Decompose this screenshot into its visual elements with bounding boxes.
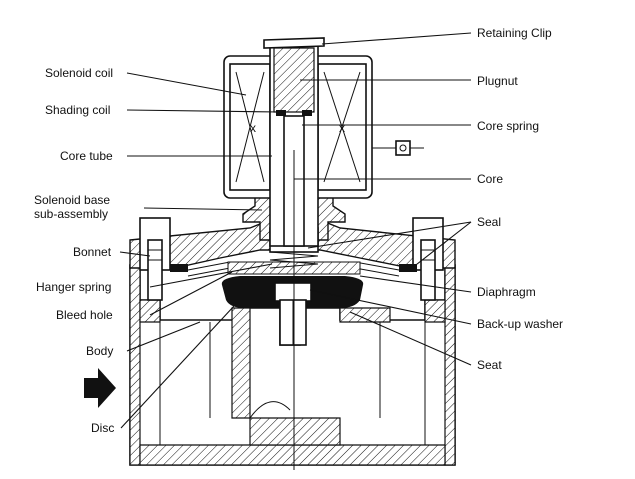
label-solenoid-base-line1: Solenoid base (34, 193, 110, 207)
electrical-connector-icon (372, 140, 424, 156)
leader-lines (119, 32, 472, 429)
flow-direction-arrow-icon (84, 368, 116, 408)
coil-mark-left: x (250, 121, 256, 135)
label-core-spring: Core spring (477, 119, 539, 133)
label-retaining-clip: Retaining Clip (477, 26, 552, 40)
seal-right (399, 264, 417, 272)
label-shading-coil: Shading coil (45, 103, 110, 117)
valve-body (129, 264, 456, 466)
labels: Retaining Clip Solenoid coil Plugnut Sha… (34, 26, 563, 435)
core-assembly (263, 37, 325, 470)
label-bleed-hole: Bleed hole (56, 308, 113, 322)
label-seat: Seat (477, 358, 502, 372)
shading-coil-part (276, 110, 286, 116)
label-core-tube: Core tube (60, 149, 113, 163)
label-diaphragm: Diaphragm (477, 285, 536, 299)
diaphragm-assembly (187, 261, 400, 346)
seal-left (170, 264, 188, 272)
label-solenoid-base-line2: sub-assembly (34, 207, 108, 221)
coil-mark-right: x (339, 121, 345, 135)
label-hanger-spring: Hanger spring (36, 280, 111, 294)
bolt-right (420, 239, 436, 301)
label-backup-washer: Back-up washer (477, 317, 563, 331)
label-seal: Seal (477, 215, 501, 229)
bolt-left (147, 239, 163, 301)
label-solenoid-coil: Solenoid coil (45, 66, 113, 80)
label-body: Body (86, 344, 113, 358)
label-disc: Disc (91, 421, 114, 435)
label-bonnet: Bonnet (73, 245, 112, 259)
label-core: Core (477, 172, 503, 186)
label-plugnut: Plugnut (477, 74, 518, 88)
